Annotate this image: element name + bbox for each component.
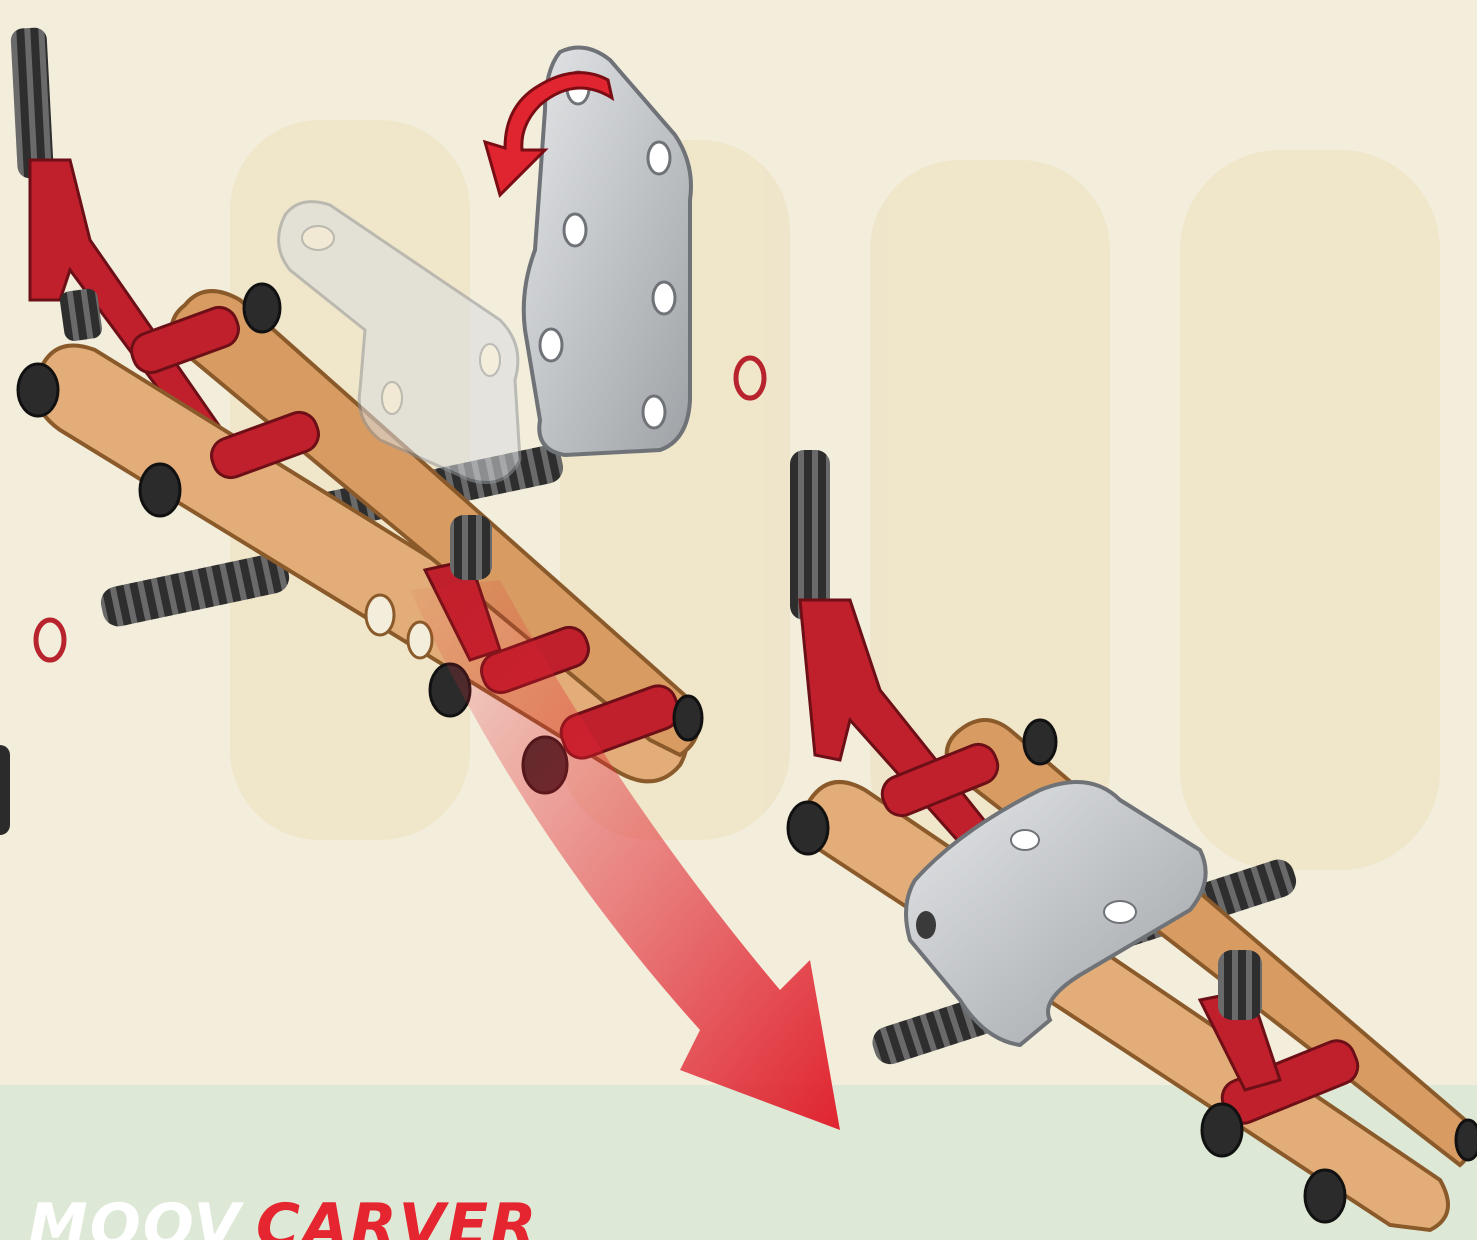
brand-word-2: CARVER xyxy=(256,1196,538,1240)
threaded-post xyxy=(790,450,830,620)
threaded-post xyxy=(59,287,104,342)
saddle-hole xyxy=(1104,901,1136,923)
plate-hole xyxy=(366,595,394,635)
saddle-hole xyxy=(916,911,936,939)
threaded-post xyxy=(1218,950,1262,1020)
edge-shape xyxy=(0,745,10,835)
threaded-post xyxy=(450,515,492,580)
brand-wordmark: MOOV CARVER xyxy=(28,1196,538,1240)
saddle-hole xyxy=(1011,830,1039,850)
brand-word-1: MOOV xyxy=(28,1196,242,1240)
